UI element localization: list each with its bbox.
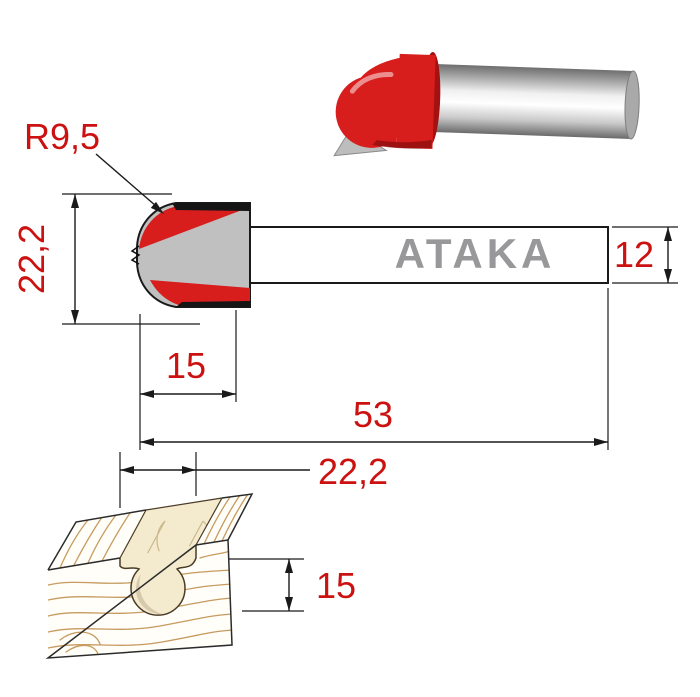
grain-line [87, 514, 117, 564]
groove-width-extension-lines [119, 452, 197, 508]
groove-profile-outline [119, 545, 197, 616]
groove-width-label: 22,2 [318, 451, 388, 492]
arrow-up [71, 194, 79, 208]
radius-leader-line [95, 153, 157, 207]
arrow-up [664, 227, 672, 241]
groove-receding-lines [138, 520, 204, 558]
arrow-right [222, 390, 236, 398]
grain-line [48, 613, 232, 633]
arrow-down [71, 310, 79, 324]
photo-head-shadow [372, 139, 432, 149]
wood-grain-top-right [203, 494, 249, 545]
product-photo [333, 51, 640, 157]
arrow-left [140, 438, 154, 446]
cutter-diameter-label: 22,2 [11, 224, 52, 294]
cutter-length-label: 15 [166, 345, 206, 386]
radius-leader-arrow [150, 201, 164, 214]
brand-label: ATAKA [395, 230, 556, 277]
drawn-cutting-face-top [139, 206, 250, 249]
arrow-down [664, 269, 672, 283]
cutter-diameter-extension-lines [62, 193, 200, 325]
grain-knot [65, 644, 99, 655]
grain-line [101, 512, 131, 562]
radius-label: R9,5 [24, 116, 100, 157]
drawn-tip-notch [130, 245, 141, 265]
grain-line [213, 494, 241, 543]
grain-line [203, 496, 231, 545]
photo-cutter-head-lower [349, 105, 398, 148]
arrow-left [140, 390, 154, 398]
shank-diameter-label: 12 [614, 234, 654, 275]
photo-shank-cylinder [429, 63, 634, 139]
photo-highlight [349, 72, 394, 94]
groove-cut-surface [120, 498, 222, 616]
wood-grain-top-left [59, 512, 131, 569]
grain-line [59, 519, 89, 569]
cutter-length-extension-lines [139, 310, 237, 450]
wood-front-outline [45, 539, 233, 659]
arrow-left [120, 466, 134, 474]
groove-opening-edges [119, 497, 223, 559]
dimensions: R9,5 22,2 15 53 12 22,2 [11, 116, 678, 612]
arrow-up [285, 559, 293, 573]
photo-cutter-head-body [396, 53, 436, 150]
technical-drawing: ATAKA [130, 202, 609, 308]
grain-line [48, 629, 232, 649]
grain-line [73, 516, 103, 566]
shank-diameter-extension-lines [612, 226, 678, 284]
overall-length-label: 53 [353, 394, 393, 435]
photo-shank-end-cap [624, 70, 640, 140]
grain-knot [59, 631, 101, 645]
groove-depth-label: 15 [316, 565, 356, 606]
groove-ball-shadow [135, 574, 163, 615]
grain-line [221, 494, 249, 542]
arrow-down [285, 597, 293, 611]
wood-sample [45, 493, 254, 659]
drawn-cutting-face-bottom [150, 280, 250, 306]
arrow-right [594, 438, 608, 446]
drawn-top-cap [172, 203, 250, 211]
drawn-bottom-cap [176, 301, 250, 307]
arrow-right [182, 466, 196, 474]
wood-top-outline [47, 493, 254, 571]
